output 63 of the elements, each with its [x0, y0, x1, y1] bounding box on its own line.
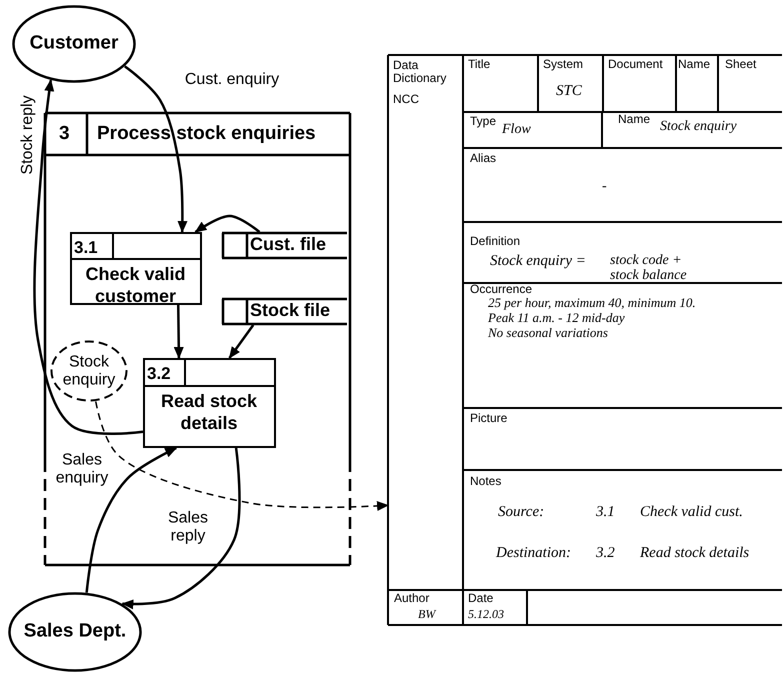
handwritten-entry: STC [556, 83, 582, 100]
entity-name: Stock enquiry [62, 353, 116, 389]
form-field-label: Date [468, 592, 494, 606]
handwritten-entry: Read stock details [640, 545, 750, 562]
form-field-label: Author [394, 592, 430, 606]
form-field-label: Type [470, 115, 496, 128]
form-field-label: NCC [393, 93, 419, 106]
form-field-label: Name [678, 58, 710, 72]
data-flow-arrow [85, 446, 178, 593]
form-field-label: Sheet [725, 58, 756, 72]
process-id: 3.1 [74, 239, 98, 258]
data-store [222, 298, 347, 325]
process-id: 3 [59, 124, 70, 145]
data-flow-arrow [228, 324, 254, 359]
data-flow-arrow [33, 79, 144, 435]
process-frame [45, 113, 350, 565]
entity-name: Sales Dept. [22, 622, 128, 642]
handwritten-entry: Stock enquiry [660, 119, 737, 134]
handwritten-entry: 25 per hour, maximum 40, minimum 10. [488, 296, 696, 310]
handwritten-entry: stock code + stock balance [610, 253, 688, 284]
store-name: Stock file [250, 301, 330, 321]
process-title: Check valid customer [84, 264, 187, 308]
form-field-label: Occurrence [470, 283, 532, 296]
process-box [143, 358, 276, 448]
handwritten-entry: Peak 11 a.m. - 12 mid-day [488, 311, 625, 326]
handwritten-entry: 5.12.03 [468, 608, 504, 622]
form-field-label: System [543, 58, 584, 72]
form-field-label: Picture [470, 412, 508, 426]
handwritten-entry: - [602, 179, 607, 194]
data-flow-arrow [194, 214, 260, 234]
data-flow-arrow [124, 65, 188, 233]
handwritten-entry: No seasonal variations [488, 326, 608, 340]
handwritten-entry: Check valid cust. [640, 504, 743, 520]
entity-ellipse [8, 592, 142, 672]
form-field-label: Name [618, 113, 650, 126]
handwritten-entry: 3.2 [596, 545, 615, 562]
dashed-arrow [95, 401, 389, 511]
process-title: Read stock details [160, 391, 258, 434]
handwritten-entry: Stock enquiry = [490, 253, 586, 270]
handwritten-entry: Destination: [496, 545, 571, 562]
data-flow-arrow [174, 304, 184, 359]
entity-ellipse [12, 5, 136, 83]
form-field-label: Data Dictionary [393, 59, 448, 86]
process-id: 3.2 [147, 365, 171, 384]
store-name: Cust. file [250, 235, 326, 255]
form-field-label: Alias [470, 152, 496, 166]
flow-label: Cust. enquiry [184, 70, 280, 90]
process-box [70, 232, 202, 305]
handwritten-entry: 3.1 [596, 504, 615, 520]
data-store [222, 232, 347, 259]
handwritten-entry: Source: [498, 504, 544, 520]
flow-label: Stock reply [18, 95, 38, 175]
form-field-label: Definition [470, 235, 520, 248]
handwritten-entry: BW [418, 608, 436, 622]
form-field-label: Notes [470, 475, 502, 488]
form-field-label: Title [468, 58, 490, 72]
data-flow-arrow [121, 448, 241, 610]
process-title: Process stock enquiries [97, 124, 316, 145]
form-field-label: Document [608, 58, 663, 72]
entity-name: Customer [28, 34, 120, 54]
data-dictionary-form [388, 55, 782, 625]
entity-ellipse [50, 340, 128, 402]
handwritten-entry: Flow [502, 122, 531, 138]
